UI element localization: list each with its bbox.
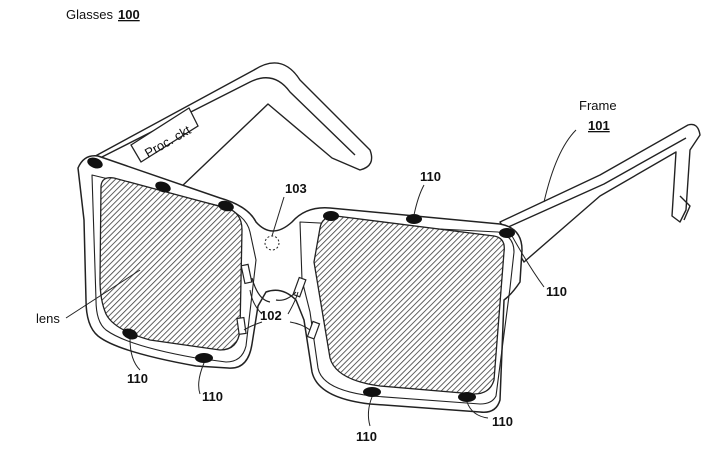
electrode-ref-right: 110 bbox=[546, 284, 567, 299]
electrode-leaders bbox=[129, 184, 545, 427]
electrode-ref-top: 110 bbox=[420, 169, 441, 184]
sensor-leader-line bbox=[271, 196, 285, 237]
electrode-1 bbox=[87, 157, 103, 169]
left-temple bbox=[87, 62, 373, 189]
frame-leader-line bbox=[543, 129, 577, 203]
electrode-ref-left-lower: 110 bbox=[202, 389, 223, 404]
right-lens bbox=[313, 215, 505, 395]
electrodes bbox=[87, 157, 515, 402]
electrode-ref-bottom: 110 bbox=[356, 429, 377, 444]
electrode-8 bbox=[195, 353, 213, 363]
lens-leader-line bbox=[65, 269, 141, 319]
electrode-10 bbox=[458, 392, 476, 402]
electrode-ref-right-lower: 110 bbox=[492, 414, 513, 429]
electrode-ref-left-bottom: 110 bbox=[127, 371, 148, 386]
figure-title: Glasses bbox=[66, 7, 113, 22]
electrode-2 bbox=[155, 181, 171, 193]
electrode-3 bbox=[218, 200, 234, 212]
right-temple bbox=[499, 123, 701, 263]
frame-label: Frame bbox=[579, 98, 617, 113]
left-lens bbox=[99, 177, 243, 351]
hinge-ref-label: 102 bbox=[260, 308, 282, 323]
electrode-4 bbox=[323, 211, 339, 221]
electrode-9 bbox=[363, 387, 381, 397]
sensor-ref-label: 103 bbox=[285, 181, 307, 196]
figure-ref-number: 100 bbox=[118, 7, 140, 22]
electrode-7 bbox=[122, 328, 138, 340]
electrode-6 bbox=[499, 228, 515, 238]
electrode-5 bbox=[406, 214, 422, 224]
hinge-leaders bbox=[243, 289, 311, 331]
lens-label: lens bbox=[36, 311, 60, 326]
frame-ref-label: 101 bbox=[588, 118, 610, 133]
